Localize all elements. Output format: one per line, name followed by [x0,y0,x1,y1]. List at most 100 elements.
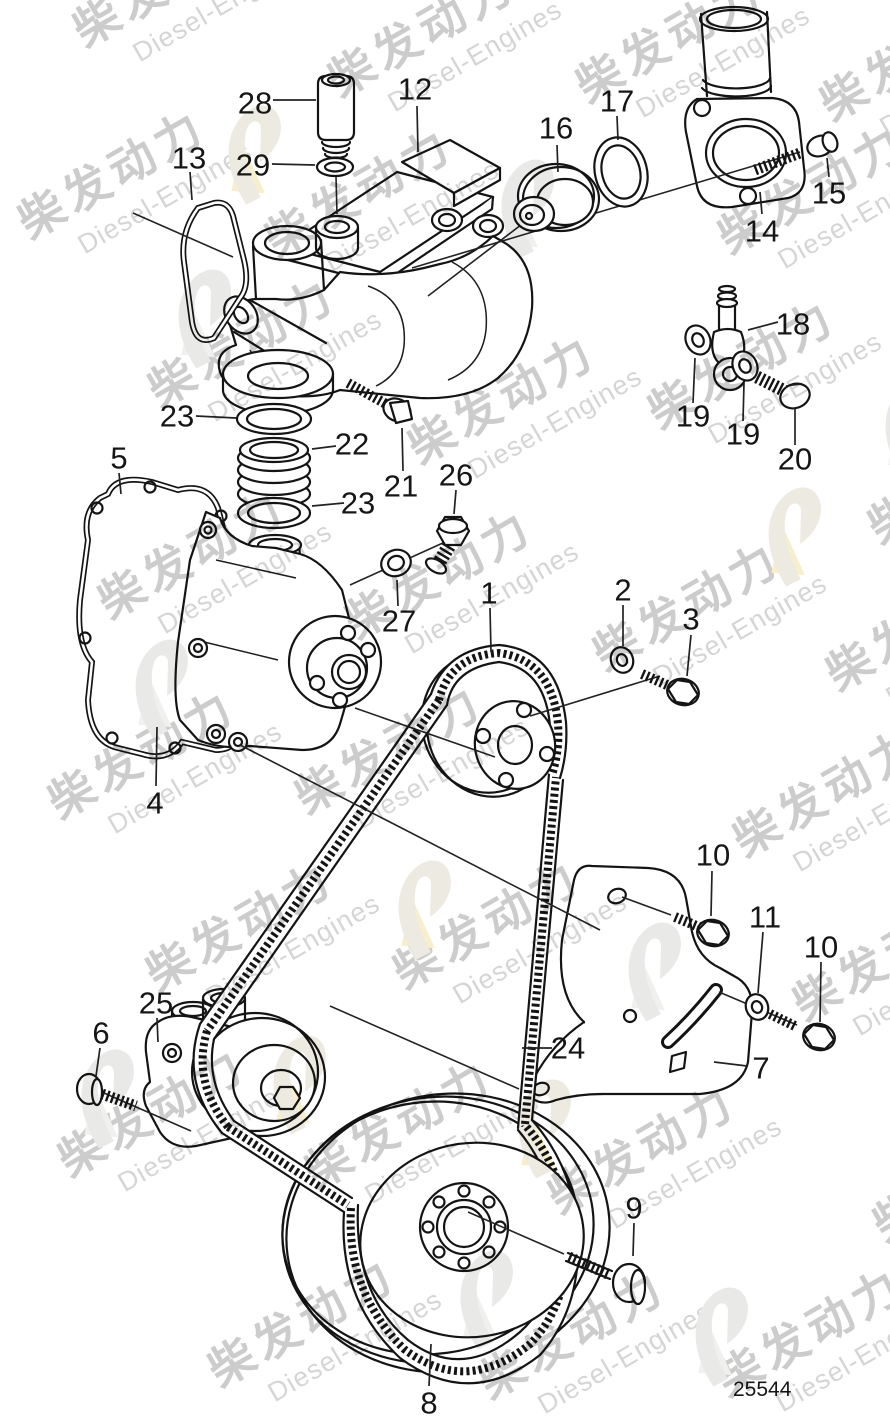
part-sealring-23b [236,496,312,530]
part-water-outlet-14 [684,5,806,209]
callout-label-22: 22 [335,427,369,462]
callout-leader [747,321,779,331]
part-bolt-10b [767,1009,836,1052]
svg-text:柴发动力: 柴发动力 [811,0,890,131]
part-seal-ring-17 [593,136,649,208]
callout-label-4: 4 [146,786,163,821]
callout-label-19: 19 [676,399,710,434]
part-tensioner-25-face [231,1043,317,1123]
part-banjo-bolt-20 [754,371,811,410]
part-bolt-15 [753,131,839,176]
svg-text:Diesel-Engines: Diesel-Engines [881,588,890,712]
watermark-logo [748,482,842,590]
callout-label-1: 1 [480,576,497,611]
part-washer-2 [609,646,635,674]
callout-leader [156,1017,159,1043]
callout-leader [826,157,830,178]
part-seal-27 [380,548,412,578]
leader-lines [95,99,830,1387]
callout-leader [311,445,337,450]
callout-label-23: 23 [160,399,194,434]
part-oring-29 [315,156,355,178]
svg-text:Diesel-Engines: Diesel-Engines [848,918,890,1042]
part-belt-24 [192,643,580,1385]
svg-text:Diesel-Engines: Diesel-Engines [648,568,832,692]
callout-label-18: 18 [776,307,810,342]
svg-text:柴发动力: 柴发动力 [817,552,890,701]
svg-text:柴发动力: 柴发动力 [864,1103,890,1252]
callout-label-10: 10 [696,838,730,873]
callout-label-27: 27 [382,604,416,639]
svg-text:柴发动力: 柴发动力 [724,718,890,867]
part-bolt-21 [345,378,414,425]
callout-label-29: 29 [236,148,270,183]
svg-text:Diesel-Engines: Diesel-Engines [128,0,312,68]
callout-label-13: 13 [172,141,206,176]
callout-label-19: 19 [726,417,760,452]
callout-leader [692,357,696,404]
callout-leader [95,1047,101,1077]
callout-leader [759,191,763,215]
callout-label-17: 17 [600,84,634,119]
part-bolt-6 [75,1072,138,1112]
svg-text:Diesel-Engines: Diesel-Engines [73,136,257,260]
callout-leader [742,382,745,422]
callout-leader [710,870,713,917]
callout-leader [271,163,316,166]
callout-leader [195,415,237,419]
svg-text:Diesel-Engines: Diesel-Engines [788,754,890,878]
watermark-logo [378,855,472,963]
part-washer-19a [684,324,712,356]
callout-leader [713,1061,748,1067]
part-plug-26 [424,515,471,575]
callout-leader [616,115,619,141]
callout-label-28: 28 [238,86,272,121]
callout-label-7: 7 [752,1051,769,1086]
callout-leader [556,144,559,173]
callout-leader [686,634,692,677]
part-washer-11 [744,993,770,1021]
callout-label-9: 9 [625,1191,642,1226]
callout-label-12: 12 [398,72,432,107]
callout-leader [632,1222,635,1257]
callout-label-23: 23 [341,486,375,521]
part-bracket-7 [527,864,754,1104]
part-bellows-22 [236,436,312,509]
callout-label-8: 8 [420,1386,437,1421]
part-washer-19b [731,350,759,382]
callout-leader [401,427,404,472]
part-water-pump-4 [174,510,383,753]
callout-label-24: 24 [551,1031,585,1066]
part-sealring-23a [235,402,313,436]
callout-label-3: 3 [682,602,699,637]
callout-leader [189,171,193,201]
callout-label-5: 5 [110,441,127,476]
callout-label-20: 20 [778,442,812,477]
watermark-logo [675,1282,769,1390]
callout-label-16: 16 [539,111,573,146]
callout-label-14: 14 [745,214,779,249]
callout-label-6: 6 [92,1016,109,1051]
callout-leader [819,961,822,1023]
drawing-part-number: 25544 [733,1378,792,1401]
watermark-logo [865,374,890,482]
part-bolt-9 [564,1251,647,1306]
callout-leader [311,502,345,507]
callout-leader [453,489,457,515]
callout-label-15: 15 [812,176,846,211]
svg-text:Diesel-Engines: Diesel-Engines [875,18,890,142]
callout-label-11: 11 [749,900,781,935]
part-nipple-fitting-28 [316,72,356,166]
